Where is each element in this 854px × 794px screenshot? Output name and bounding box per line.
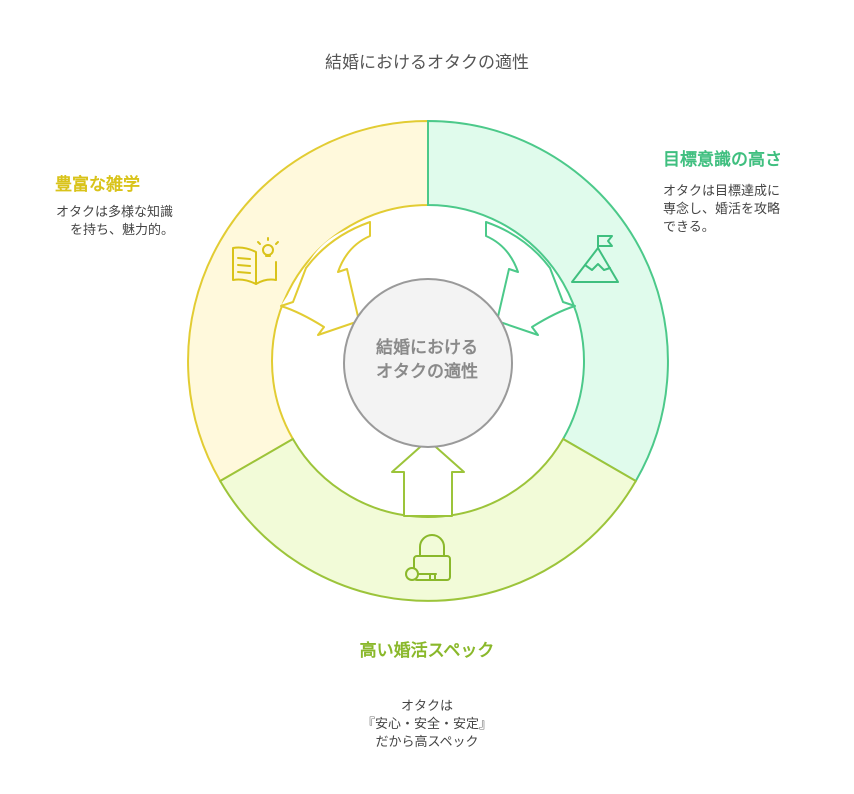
center-label-line2: オタクの適性 (376, 362, 478, 382)
awareness-title: 目標意識の高さ (663, 150, 782, 170)
awareness-desc-line2: 専念し、婚活を攻略 (663, 202, 781, 217)
trivia-title: 豊富な雑学 (55, 175, 140, 195)
specs-desc-line3: だから高スペック (375, 735, 479, 750)
segment-awareness (427, 119, 669, 483)
specs-title: 高い婚活スペック (359, 641, 495, 661)
specs-desc-line1: オタクは (400, 699, 453, 714)
arrow-specs-shape (391, 439, 465, 517)
trivia-description: オタクは多様な知識 を持ち、魅力的。 (56, 204, 246, 240)
segment-specs (218, 437, 638, 602)
arrow-awareness-shape (485, 221, 576, 336)
center-label: 結婚における オタクの適性 (344, 336, 510, 384)
specs-desc-line2: 『安心・安全・安定』 (361, 717, 492, 732)
mountain-flag-icon (571, 235, 619, 283)
book-lightbulb-icon (232, 237, 279, 285)
trivia-desc-line1: オタクは多様な知識 (56, 205, 174, 220)
specs-description: オタクは 『安心・安全・安定』 だから高スペック (0, 698, 854, 752)
trivia-desc-line2: を持ち、魅力的。 (70, 223, 175, 238)
center-label-line1: 結婚における (376, 338, 478, 358)
diagram-title: 結婚におけるオタクの適性 (325, 53, 529, 73)
awareness-description: オタクは目標達成に 専念し、婚活を攻略 できる。 (663, 183, 843, 237)
awareness-desc-line1: オタクは目標達成に (663, 184, 781, 199)
awareness-desc-line3: できる。 (663, 220, 715, 235)
center-circle (343, 278, 513, 448)
arrow-trivia-shape (280, 221, 371, 336)
lock-key-icon (405, 534, 451, 581)
